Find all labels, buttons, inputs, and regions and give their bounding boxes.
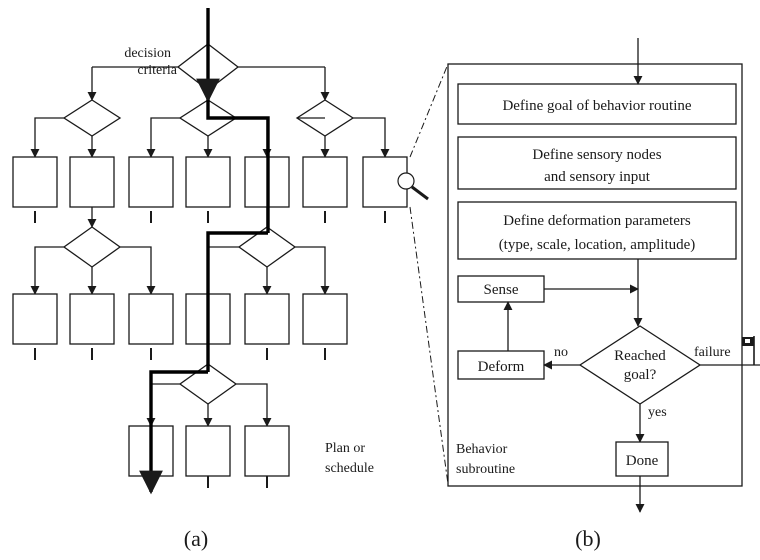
root-branches bbox=[87, 66, 330, 101]
plan-label-2: schedule bbox=[325, 461, 374, 476]
deform-params-text-2: (type, scale, location, amplitude) bbox=[499, 237, 696, 253]
edge-yes-label: yes bbox=[648, 405, 667, 420]
panel-a bbox=[12, 8, 429, 495]
row3-boxes bbox=[128, 425, 290, 477]
decision-criteria-label-2: criteria bbox=[137, 63, 177, 78]
decision-l1-left bbox=[62, 99, 122, 137]
done-text: Done bbox=[626, 453, 659, 469]
row2-boxes bbox=[12, 293, 348, 345]
subroutine-frame bbox=[447, 63, 743, 487]
magnifier-icon bbox=[397, 172, 429, 201]
deform-text: Deform bbox=[478, 359, 525, 375]
caption-b: (b) bbox=[575, 526, 601, 551]
goal-box bbox=[457, 83, 737, 125]
edge-failure-label: failure bbox=[694, 345, 731, 360]
done-box bbox=[615, 441, 669, 477]
row1-ellipses bbox=[34, 211, 386, 223]
zoom-lines bbox=[409, 63, 449, 485]
sensory-text-1: Define sensory nodes bbox=[532, 147, 661, 163]
flag-icon bbox=[742, 336, 755, 365]
decision-text-2: goal? bbox=[624, 367, 657, 383]
decision-l2-left bbox=[62, 226, 122, 268]
subroutine-label-2: subroutine bbox=[456, 462, 515, 477]
panel-b bbox=[447, 38, 760, 513]
edge-no-label: no bbox=[554, 345, 568, 360]
sensory-box bbox=[457, 136, 737, 190]
decision-criteria-label-1: decision bbox=[124, 46, 171, 61]
sensory-text-2: and sensory input bbox=[544, 169, 651, 185]
subroutine-label-1: Behavior bbox=[456, 442, 508, 457]
decision-text-1: Reached bbox=[614, 348, 666, 364]
row3-ellipses bbox=[207, 476, 268, 488]
deform-params-text-1: Define deformation parameters bbox=[503, 213, 691, 229]
caption-a: (a) bbox=[184, 526, 208, 551]
l2-branches bbox=[30, 246, 330, 295]
row2-ellipses bbox=[34, 348, 326, 360]
deform-params-box bbox=[457, 201, 737, 260]
row1-boxes bbox=[12, 156, 408, 208]
sense-box bbox=[457, 275, 545, 303]
sense-text: Sense bbox=[484, 282, 519, 298]
plan-label-1: Plan or bbox=[325, 441, 365, 456]
goal-text: Define goal of behavior routine bbox=[502, 98, 691, 114]
selected-path bbox=[139, 8, 270, 495]
deform-box bbox=[457, 350, 545, 380]
